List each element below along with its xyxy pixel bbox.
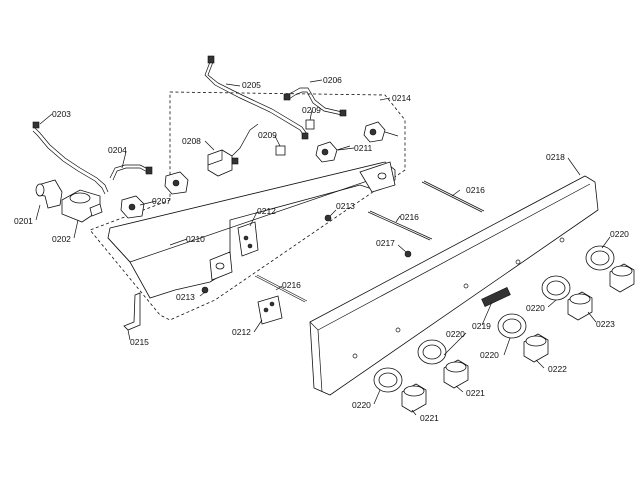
callout-0207: 0207 [152, 196, 171, 206]
ignition-wire-0216-upper [421, 180, 485, 213]
callout-0221-a: 0221 [420, 413, 439, 423]
knob-bezel-0220-d [541, 275, 571, 301]
clip-0209-lower [275, 145, 286, 156]
knob-bezel-0220-a [373, 367, 403, 393]
knob-0221-b [443, 359, 469, 389]
gas-tube-0203 [32, 121, 109, 195]
callout-0208: 0208 [182, 136, 201, 146]
callout-0222: 0222 [548, 364, 567, 374]
gas-valve-0207-lower [120, 195, 145, 219]
spark-module-0212-upper [237, 221, 259, 257]
ignition-switch-0208 [207, 123, 259, 177]
elbow-fitting-0201 [35, 179, 63, 209]
knob-0221-a [401, 383, 427, 413]
callout-0220-b: 0220 [446, 329, 465, 339]
manifold-assembly-boundary [89, 91, 406, 321]
callout-0211: 0211 [354, 143, 373, 153]
knob-bezel-0220-c [497, 313, 527, 339]
callout-0214: 0214 [392, 93, 411, 103]
callout-0217: 0217 [376, 238, 395, 248]
gas-valve-0211-lower [315, 141, 351, 163]
gas-tube-0206 [283, 87, 347, 117]
gas-valve-0207-upper [164, 171, 189, 195]
callout-0213-upper: 0213 [336, 201, 355, 211]
callout-0216-lower: 0216 [282, 280, 301, 290]
screw-0213-upper [324, 214, 332, 222]
knob-0223 [609, 263, 635, 293]
pressure-regulator-0202 [61, 189, 103, 223]
callout-0201: 0201 [14, 216, 33, 226]
callout-0216-middle: 0216 [400, 212, 419, 222]
spark-module-0212-lower [257, 295, 283, 325]
callout-0219: 0219 [472, 321, 491, 331]
callout-0204: 0204 [108, 145, 127, 155]
callout-0221-b: 0221 [466, 388, 485, 398]
control-panel-0218 [309, 175, 599, 396]
callout-0215: 0215 [130, 337, 149, 347]
nameplate-0219 [481, 287, 511, 307]
knob-0222 [523, 333, 549, 363]
callout-0220-c: 0220 [480, 350, 499, 360]
callout-0209-upper: 0209 [302, 105, 321, 115]
gas-tube-0205 [204, 55, 309, 140]
knob-bezel-0220-e [585, 245, 615, 271]
screw-0217 [404, 250, 412, 258]
screw-0213-lower [201, 286, 209, 294]
callout-0220-e: 0220 [610, 229, 629, 239]
gas-manifold-bar [107, 161, 396, 299]
knob-0220-f [567, 291, 593, 321]
callout-0223: 0223 [596, 319, 615, 329]
callout-0206: 0206 [323, 75, 342, 85]
callout-0212-lower: 0212 [232, 327, 251, 337]
callout-0212-upper: 0212 [257, 206, 276, 216]
gas-tube-0204 [109, 164, 153, 181]
callout-0209-lower: 0209 [258, 130, 277, 140]
callout-0205: 0205 [242, 80, 261, 90]
callout-0213-lower: 0213 [176, 292, 195, 302]
bracket-0215 [123, 292, 141, 331]
callout-0202: 0202 [52, 234, 71, 244]
callout-0220-a: 0220 [352, 400, 371, 410]
gas-valve-0211-upper [363, 121, 399, 143]
callout-0216-upper: 0216 [466, 185, 485, 195]
ignition-wire-0216-lower [254, 274, 308, 303]
knob-bezel-0220-b [417, 339, 447, 365]
callout-0210: 0210 [186, 234, 205, 244]
ignition-wire-0216-middle [367, 210, 433, 241]
callout-0220-d: 0220 [526, 303, 545, 313]
callout-0203: 0203 [52, 109, 71, 119]
clip-0209-upper [305, 119, 315, 130]
leader-lines [35, 79, 611, 416]
callout-0218: 0218 [546, 152, 565, 162]
